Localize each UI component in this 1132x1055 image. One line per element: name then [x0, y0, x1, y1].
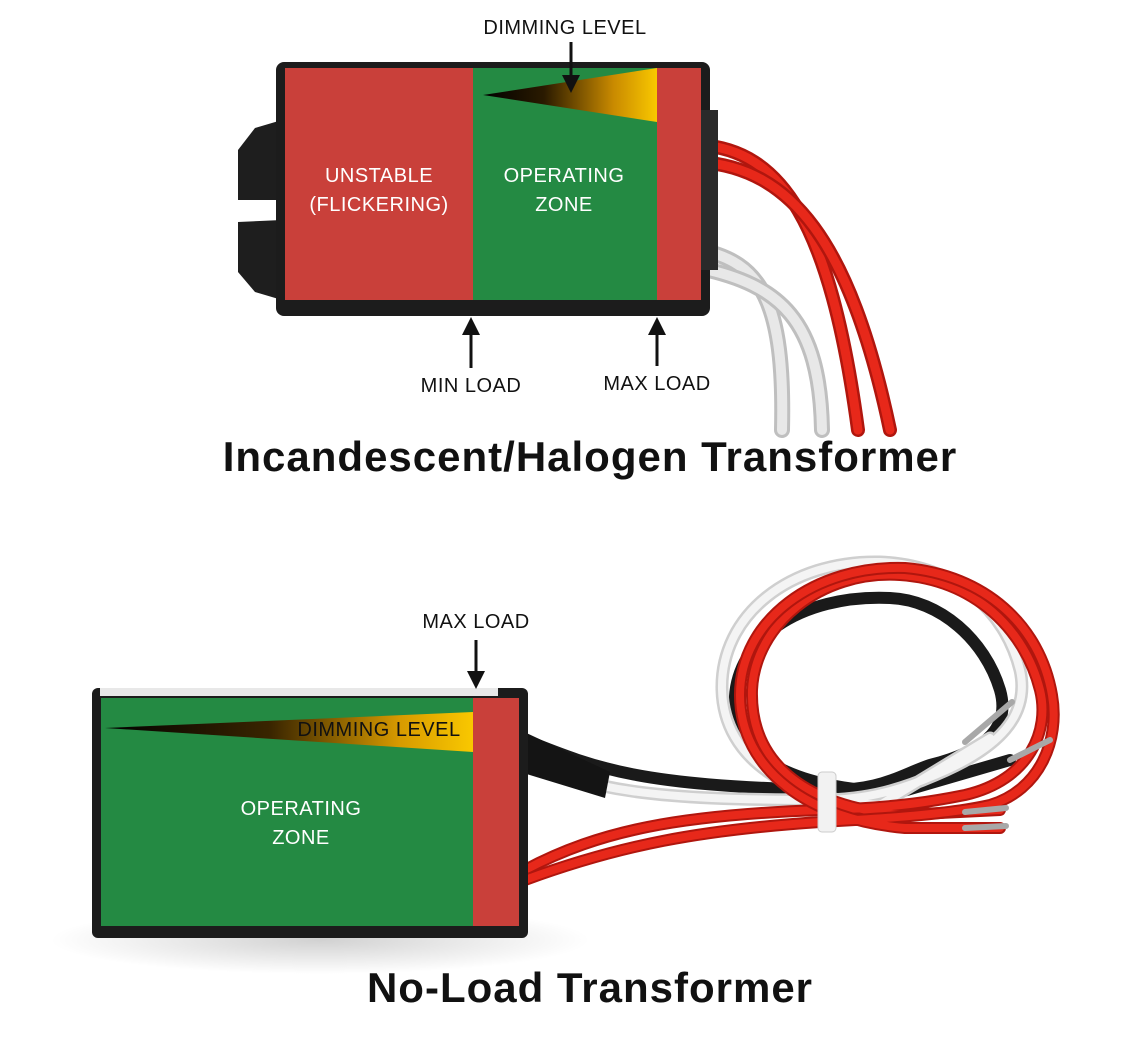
bottom-wire-tip-2 [1007, 737, 1053, 763]
bottom-wires [518, 555, 1060, 886]
bottom-wire-tip-1 [962, 699, 1015, 745]
top-unstable-label-line1: UNSTABLE [325, 165, 433, 187]
top-min-load-label: MIN LOAD [421, 375, 522, 397]
top-unstable-label-line2: (FLICKERING) [309, 194, 448, 216]
bottom-wire-tip-4 [962, 823, 1009, 831]
bottom-wire-tip-3 [962, 805, 1009, 815]
bottom-wire-sleeve [520, 730, 610, 798]
bottom-dimming-wedge [105, 712, 473, 752]
top-mount-slot [238, 200, 282, 220]
bottom-cable-tie [817, 771, 837, 833]
top-housing-side [700, 110, 718, 270]
top-max-zone [657, 68, 701, 300]
bottom-housing-top-edge [100, 688, 498, 696]
top-unstable-zone [285, 68, 473, 300]
bottom-operating-label-line2: ZONE [272, 827, 330, 849]
top-operating-label-line2: ZONE [535, 194, 593, 216]
bottom-transformer: DIMMING LEVEL OPERATING ZONE MAX LOAD [50, 555, 1060, 974]
top-transformer: UNSTABLE (FLICKERING) OPERATING ZONE DIM… [238, 17, 897, 438]
top-mount-ear-upper [238, 120, 282, 200]
bottom-wire-white-core [521, 557, 1026, 810]
bottom-operating-label-line1: OPERATING [241, 798, 362, 820]
top-wire-red-2-core [695, 157, 895, 435]
bottom-dimming-level-label: DIMMING LEVEL [297, 719, 460, 741]
top-dimming-wedge [483, 68, 657, 122]
top-title: Incandescent/Halogen Transformer [223, 433, 958, 480]
top-dimming-level-label: DIMMING LEVEL [483, 17, 646, 39]
bottom-max-load-label: MAX LOAD [422, 611, 529, 633]
top-wire-white-2-core [695, 263, 827, 435]
top-operating-label-line1: OPERATING [504, 165, 625, 187]
top-mount-ear-lower [238, 220, 282, 300]
bottom-wire-red-2-core [521, 563, 1058, 884]
bottom-title: No-Load Transformer [367, 964, 813, 1011]
bottom-max-zone [473, 698, 519, 926]
top-wires [692, 138, 897, 438]
bottom-wire-red-1-core [521, 570, 1047, 874]
top-max-load-label: MAX LOAD [603, 373, 710, 395]
